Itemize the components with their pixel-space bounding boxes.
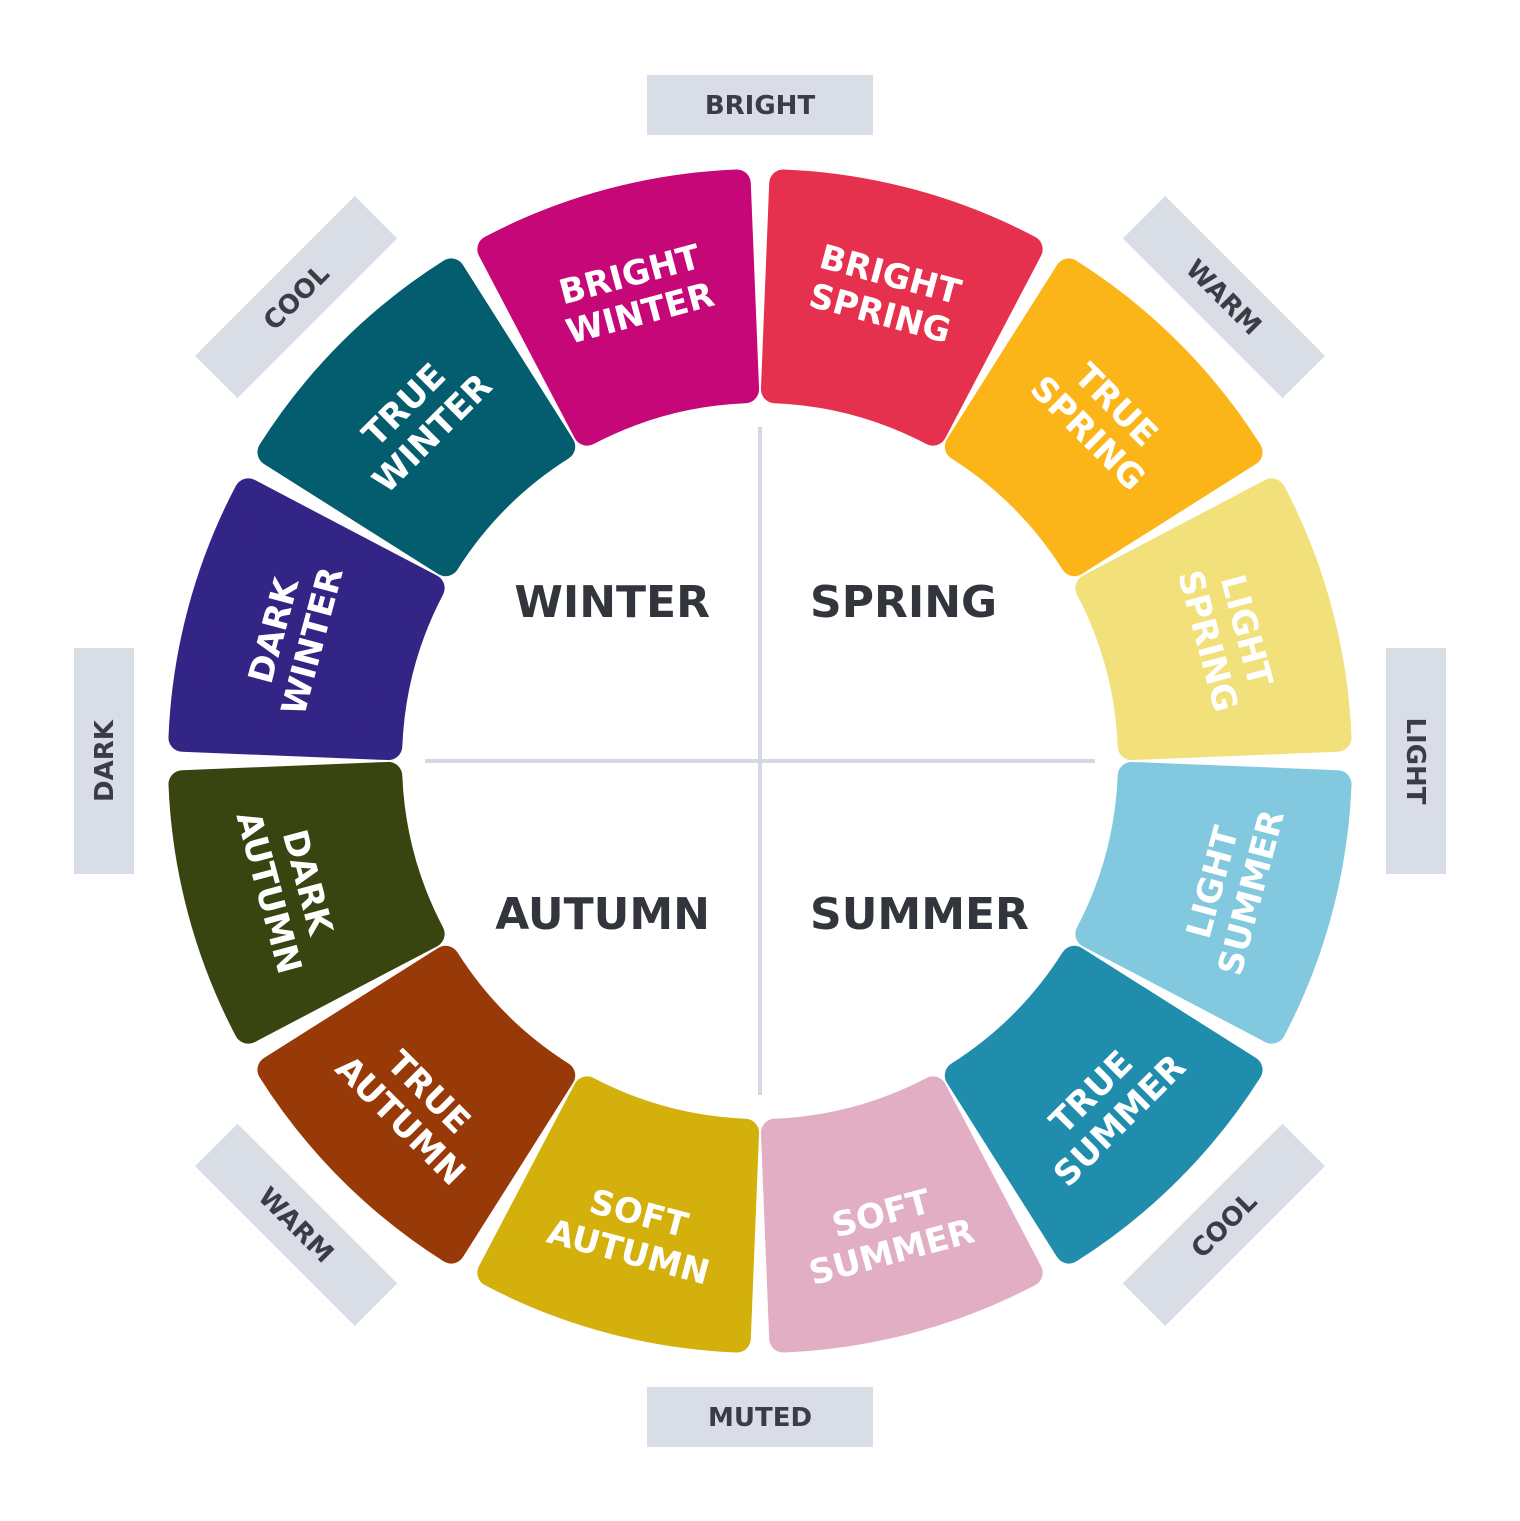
segment-shape [760,1076,1043,1353]
segment-shape [257,945,576,1264]
season-names: WINTER SPRING AUTUMN SUMMER [495,577,1029,940]
direction-box [1386,648,1446,874]
segment-shape [944,945,1263,1264]
direction-label: BRIGHT [705,91,816,121]
segment-shape [477,1076,760,1353]
segment-light-spring: LIGHTSPRING [1075,478,1352,761]
direction-label: MUTED [708,1403,812,1433]
season-summer: SUMMER [810,889,1029,940]
segment-dark-winter: DARKWINTER [168,478,445,761]
direction-dark: DARK [74,648,134,874]
season-autumn: AUTUMN [495,889,710,940]
segment-soft-summer: SOFTSUMMER [760,1076,1043,1353]
direction-box [195,1123,398,1326]
direction-label: DARK [90,719,120,802]
segment-true-spring: TRUESPRING [944,258,1263,577]
direction-muted: MUTED [647,1387,873,1447]
segment-shape [1075,478,1352,761]
segment-true-autumn: TRUEAUTUMN [257,945,576,1264]
segment-label: LIGHTSPRING [1169,556,1284,716]
season-winter: WINTER [514,577,710,628]
segment-dark-autumn: DARKAUTUMN [168,761,445,1044]
direction-box [647,75,873,135]
segment-soft-autumn: SOFTAUTUMN [477,1076,760,1353]
segment-true-winter: TRUEWINTER [257,258,576,577]
segment-true-summer: TRUESUMMER [944,945,1263,1264]
segment-shape [944,258,1263,577]
segment-bright-spring: BRIGHTSPRING [760,169,1043,446]
direction-bright: BRIGHT [647,75,873,135]
direction-box [1122,196,1325,399]
direction-light: LIGHT [1386,648,1446,874]
segment-bright-winter: BRIGHTWINTER [477,169,760,446]
quadrant-dividers [425,427,1095,1095]
season-spring: SPRING [810,577,997,628]
segment-shape [168,761,445,1044]
segment-shape [168,478,445,761]
direction-box [74,648,134,874]
direction-box [1122,1123,1325,1326]
segment-shape [760,169,1043,446]
segment-shape [477,169,760,446]
direction-box [195,196,398,399]
direction-label: LIGHT [1400,717,1430,804]
segment-light-summer: LIGHTSUMMER [1075,761,1352,1044]
segment-shape [1075,761,1352,1044]
direction-box [647,1387,873,1447]
segment-shape [257,258,576,577]
